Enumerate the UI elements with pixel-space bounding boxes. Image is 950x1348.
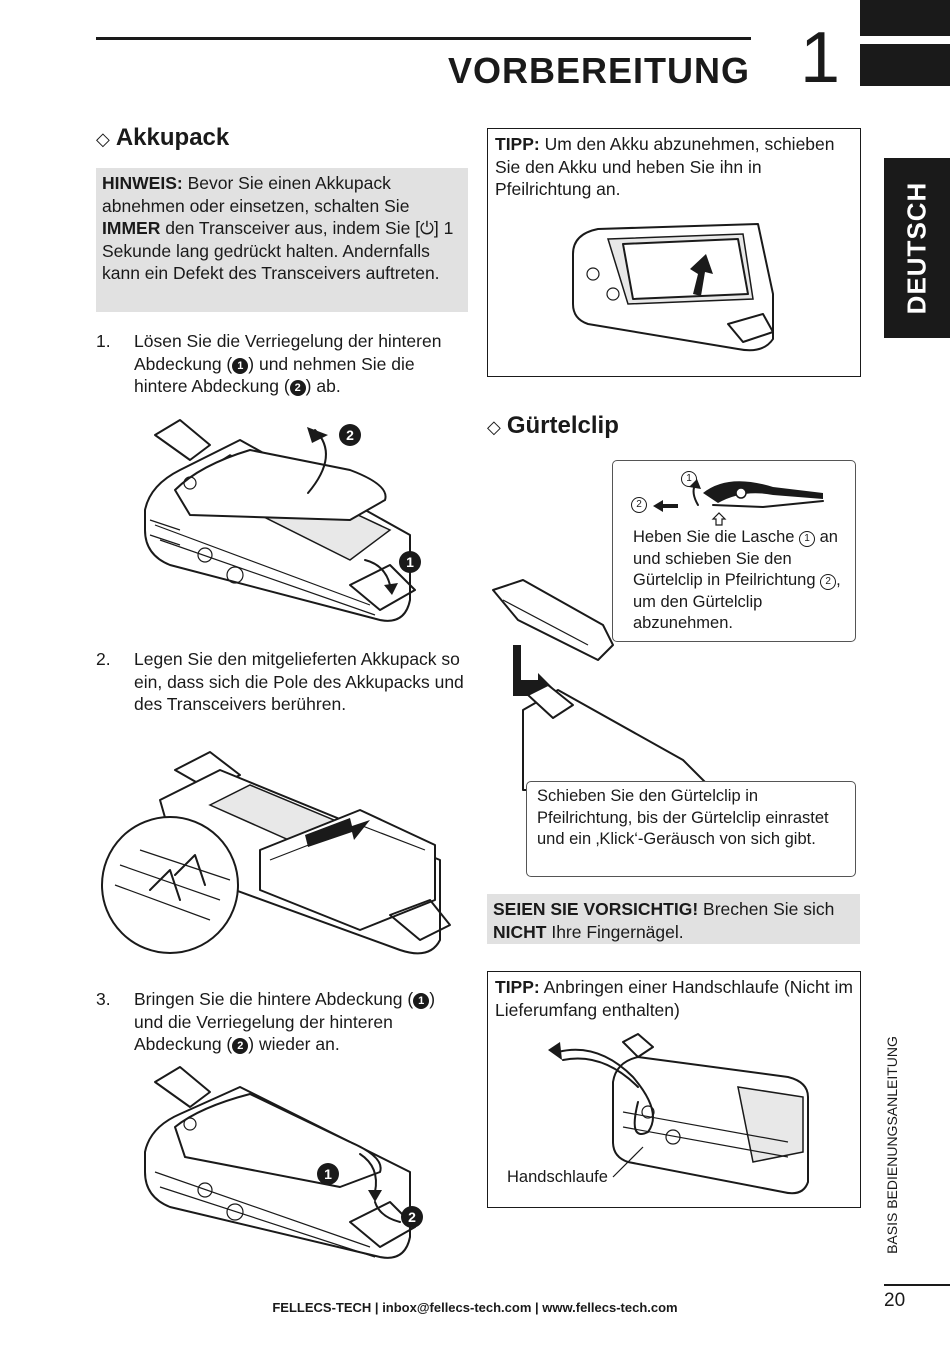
figure-marker-1: 1 (406, 554, 414, 570)
caution-note: SEIEN SIE VORSICHTIG! Brechen Sie sich N… (487, 894, 860, 944)
page-number-rule (884, 1284, 950, 1286)
marker-2: 2 (289, 380, 306, 396)
diamond-icon: ◇ (96, 129, 110, 149)
footer-website[interactable]: www.fellecs-tech.com (542, 1300, 678, 1315)
marker-2: 2 (232, 1038, 249, 1054)
chapter-tab-bottom (860, 44, 950, 86)
manual-title-vertical: BASIS BEDIENUNGSANLEITUNG (884, 1036, 900, 1254)
footer-email[interactable]: inbox@fellecs-tech.com (382, 1300, 532, 1315)
hand-strap-caption: Handschlaufe (507, 1168, 608, 1186)
figure-marker-2: 2 (346, 427, 354, 443)
header-rule (96, 37, 751, 40)
akkupack-heading: ◇Akkupack (96, 124, 230, 151)
language-tab: DEUTSCH (884, 158, 950, 338)
figure-marker-1: 1 (324, 1166, 332, 1182)
power-icon: ⏻ (420, 218, 434, 238)
figure-marker-2: 2 (408, 1209, 416, 1225)
step-3: 3. Bringen Sie die hintere Abdeckung (1)… (96, 989, 436, 1054)
guertelclip-heading: ◇Gürtelclip (487, 412, 619, 439)
lift-battery-illustration (572, 223, 774, 352)
hand-strap-illustration (548, 1033, 809, 1195)
belt-clip-illustration (492, 579, 714, 791)
marker-1: 1 (232, 357, 249, 374)
attach-cover-illustration: 1 2 (144, 1066, 423, 1259)
circle-1: 1 (799, 531, 816, 547)
clip-attach-box: Schieben Sie den Gürtelclip in Pfeilrich… (526, 781, 856, 877)
chapter-tab-top (860, 0, 950, 36)
chapter-number: 1 (800, 18, 841, 98)
marker-1: 1 (413, 993, 430, 1009)
step-2: 2. Legen Sie den mitgelieferten Akkupack… (96, 649, 464, 714)
clip-tab-diagram (653, 479, 824, 526)
clip-remove-box: 1 2 Heben Sie die Lasche 1 an und schieb… (612, 460, 856, 642)
page-title: VORBEREITUNG (447, 50, 750, 91)
step-1: 1. Lösen Sie die Verriegelung der hinter… (96, 331, 442, 396)
hinweis-note: HINWEIS: Bevor Sie einen Akkupack abnehm… (96, 168, 468, 312)
tipp-remove-battery: TIPP: Um den Akku abzunehmen, schieben S… (487, 128, 861, 377)
footer: FELLECS-TECH | inbox@fellecs-tech.com | … (272, 1300, 678, 1315)
remove-cover-illustration: 2 1 (144, 419, 421, 622)
diamond-icon: ◇ (487, 417, 501, 437)
circle-2: 2 (820, 574, 837, 590)
label-circle-2: 2 (631, 497, 647, 513)
label-circle-1: 1 (681, 471, 697, 487)
tipp-hand-strap: TIPP: Anbringen einer Handschlaufe (Nich… (487, 971, 861, 1208)
insert-battery-illustration (101, 751, 451, 955)
page-number: 20 (884, 1290, 906, 1311)
